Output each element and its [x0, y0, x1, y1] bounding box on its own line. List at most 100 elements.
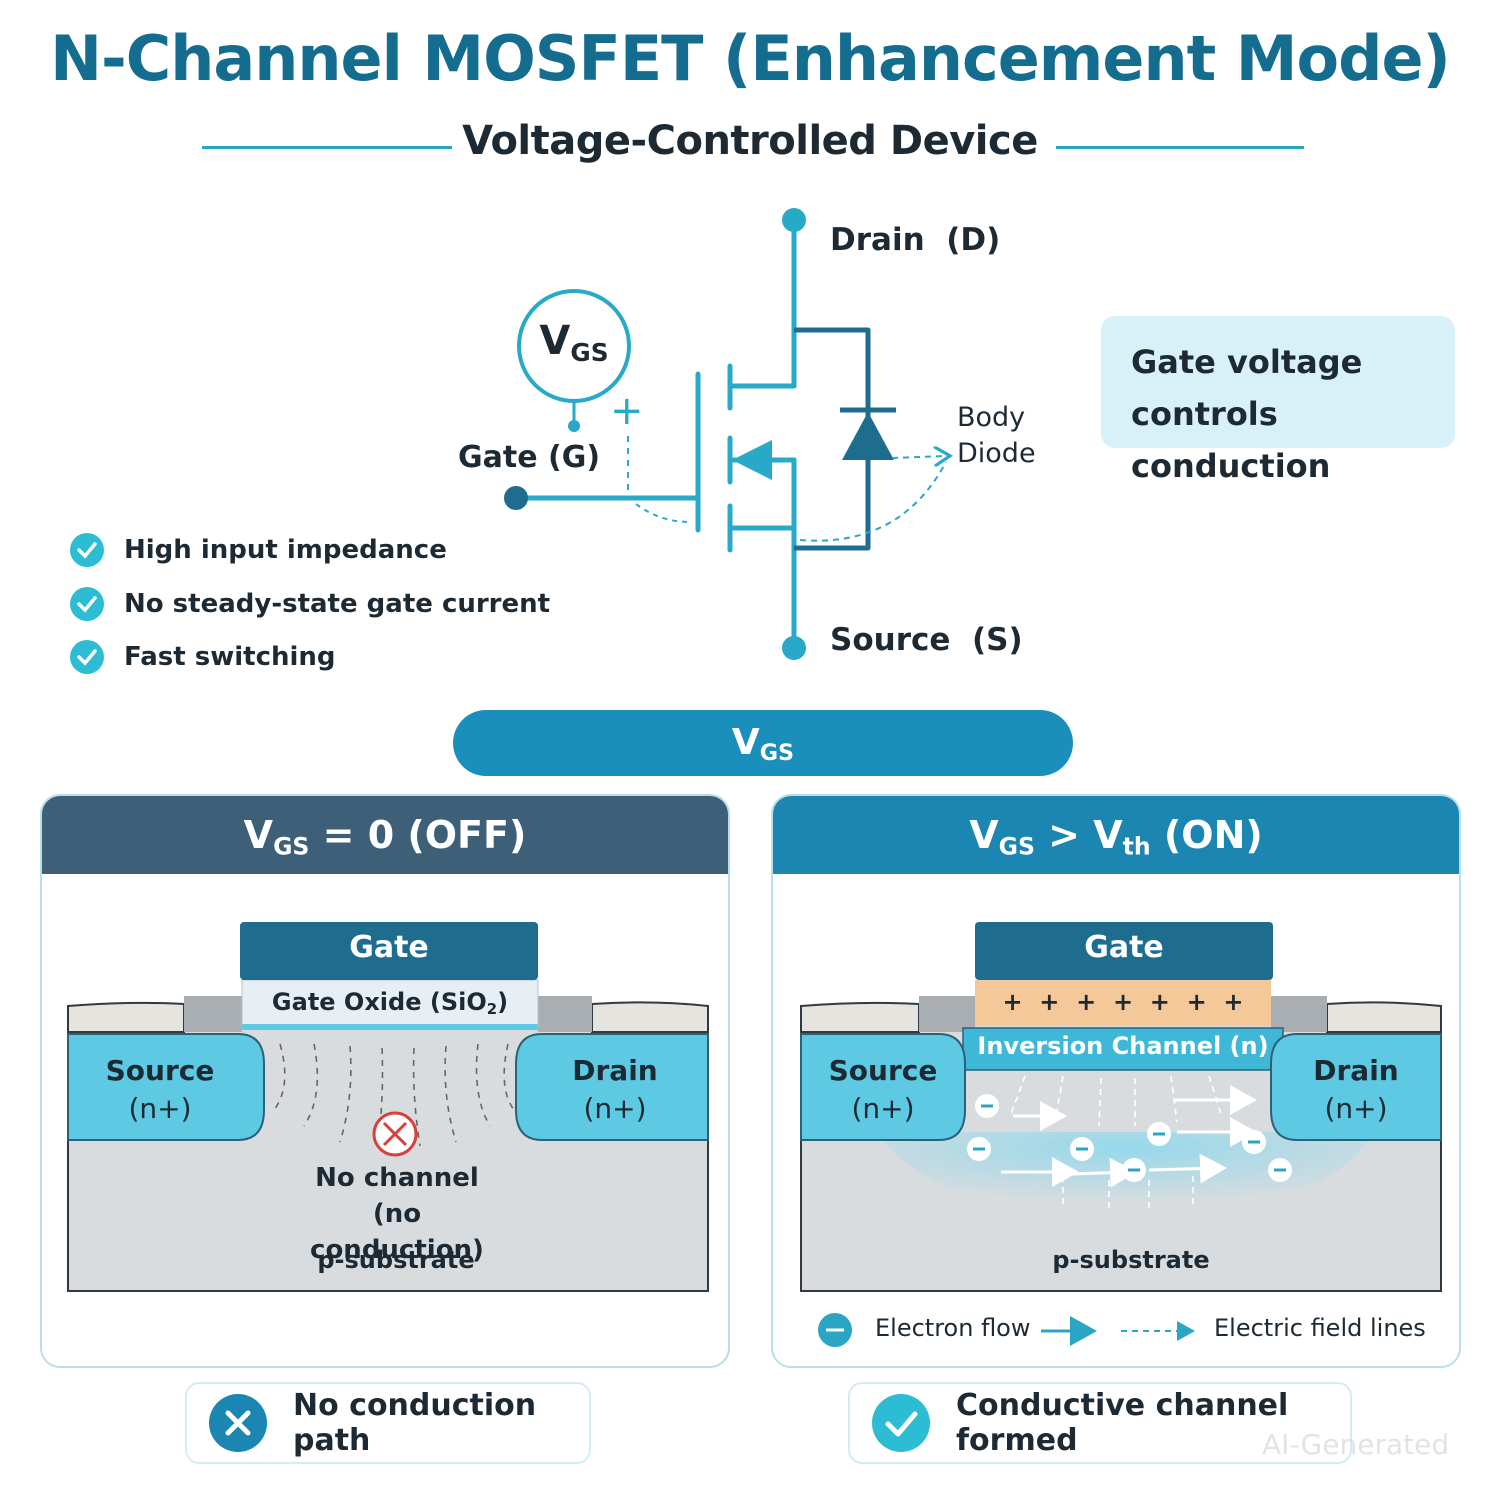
feature-item: No steady-state gate current: [70, 584, 550, 624]
off-head-text: = 0 (OFF): [309, 813, 527, 857]
body-diode-label: Body Diode: [957, 400, 1036, 472]
off-oxide-post: ): [497, 988, 509, 1016]
gate-voltage-callout: Gate voltage controls conduction: [1101, 316, 1455, 485]
on-inversion-channel: [962, 1027, 1284, 1071]
drain-terminal: [782, 208, 806, 232]
legend-field-label: Electric field lines: [1214, 1314, 1426, 1342]
on-source-name: Source: [828, 1054, 938, 1087]
mosfet-symbol: [504, 208, 1100, 660]
on-right-contact: [1271, 996, 1327, 1032]
body-diode-line1: Body: [957, 402, 1026, 433]
on-source-label: Source (n+): [819, 1052, 947, 1128]
on-head-sub2: th: [1122, 832, 1151, 861]
on-head-sub1: GS: [998, 832, 1035, 861]
off-state-panel: VGS = 0 (OFF) Gate Gate Oxide (SiO2) Sou…: [40, 794, 730, 1368]
off-gate-electrode: [240, 922, 538, 980]
callout-line2: controls conduction: [1131, 395, 1331, 485]
on-head-text: (ON): [1150, 813, 1263, 857]
body-diode-line2: Diode: [957, 438, 1036, 469]
off-source-doping: (n+): [128, 1092, 192, 1125]
on-source-well: [800, 1033, 966, 1141]
off-source-well: [67, 1033, 265, 1141]
off-status-label: No conduction path: [293, 1388, 537, 1458]
diode-triangle: [842, 412, 894, 460]
off-drain-label: Drain (n+): [550, 1052, 680, 1128]
on-panel-header: VGS > Vth (ON): [773, 796, 1459, 874]
close-icon: [209, 1394, 267, 1452]
off-oxide-pre: Gate Oxide (SiO: [271, 988, 487, 1016]
on-drain-well: [1270, 1033, 1442, 1141]
off-drain-name: Drain: [572, 1054, 658, 1087]
vgs-main: V: [539, 318, 571, 364]
source-label: Source (S): [830, 622, 1023, 658]
on-gate-oxide-charged: [975, 980, 1271, 1026]
on-gate-charges: + + + + + + +: [1002, 988, 1244, 1016]
off-no-channel-x: [382, 1121, 408, 1147]
vgs-source-label: VGS: [519, 318, 629, 367]
vgs-plus-sign: +: [610, 388, 644, 434]
off-head-sub: GS: [273, 832, 310, 861]
body-diode-curve: [799, 461, 947, 542]
off-no-channel-line1: No channel: [315, 1163, 479, 1193]
on-status-pill: Conductive channel formed: [848, 1382, 1352, 1464]
field-dashed-curve: [635, 503, 691, 523]
on-gate-label: Gate: [1084, 930, 1164, 965]
source-terminal: [782, 636, 806, 660]
legend-electron-label: Electron flow: [875, 1314, 1031, 1342]
off-top-left-surface: [67, 1001, 185, 1033]
gate-terminal: [504, 486, 528, 510]
page-title: N-Channel MOSFET (Enhancement Mode): [50, 22, 1451, 95]
on-inversion-label: Inversion Channel (n): [977, 1032, 1269, 1060]
feature-item: High input impedance: [70, 530, 447, 570]
on-electron-flow-arrows: [1001, 1085, 1257, 1188]
on-source-doping: (n+): [851, 1092, 915, 1125]
vgs-subscript: GS: [570, 337, 609, 367]
off-head-v: V: [243, 813, 274, 857]
check-icon: [70, 533, 104, 567]
callout-line1: Gate voltage: [1131, 343, 1363, 381]
feature-label: No steady-state gate current: [124, 589, 551, 619]
feature-item: Fast switching: [70, 637, 336, 677]
off-oxide-label: Gate Oxide (SiO2): [242, 988, 538, 1019]
on-left-contact: [919, 996, 975, 1032]
vgs-source-circle: [517, 289, 631, 403]
off-left-contact: [184, 996, 242, 1032]
page-subtitle: Voltage-Controlled Device: [462, 118, 1038, 164]
on-drain-name: Drain: [1313, 1054, 1399, 1087]
on-gate-electrode: [975, 922, 1273, 980]
check-icon: [872, 1394, 930, 1452]
off-substrate-label: p-substrate: [317, 1246, 475, 1274]
off-source-name: Source: [105, 1054, 215, 1087]
gate-label: Gate (G): [458, 440, 601, 475]
on-drain-label: Drain (n+): [1291, 1052, 1421, 1128]
off-right-contact: [538, 996, 592, 1032]
on-head-v: V: [969, 813, 999, 857]
off-panel-header: VGS = 0 (OFF): [42, 796, 728, 874]
on-top-left-surface: [800, 1001, 920, 1033]
off-cross-section: [67, 922, 709, 1292]
off-source-label: Source (n+): [98, 1052, 222, 1128]
subtitle-rule-left: [202, 146, 452, 149]
off-no-channel-label: No channel (no conduction): [282, 1160, 512, 1268]
on-cross-section: [800, 922, 1442, 1347]
off-gate-oxide: [241, 979, 539, 1027]
on-head-mid: > V: [1034, 813, 1123, 857]
off-oxide-underline: [242, 1024, 538, 1030]
on-field-lines: [1010, 1075, 1222, 1208]
watermark: AI-Generated: [1262, 1428, 1450, 1461]
banner-sub: GS: [759, 740, 795, 767]
feature-label: High input impedance: [124, 535, 447, 565]
body-arrow: [732, 440, 772, 480]
off-gate-label: Gate: [349, 930, 429, 965]
on-drain-doping: (n+): [1324, 1092, 1388, 1125]
off-top-right-surface: [591, 1001, 709, 1033]
check-icon: [70, 587, 104, 621]
subtitle-rule-right: [1056, 146, 1304, 149]
off-oxide-sub: 2: [486, 1000, 498, 1019]
off-status-pill: No conduction path: [185, 1382, 591, 1464]
feature-label: Fast switching: [124, 642, 336, 672]
on-status-label: Conductive channel formed: [956, 1388, 1289, 1458]
channel-banner: VGS creates conductive channel: [453, 710, 1073, 829]
on-top-right-surface: [1326, 1001, 1442, 1033]
banner-v: V: [731, 722, 760, 763]
